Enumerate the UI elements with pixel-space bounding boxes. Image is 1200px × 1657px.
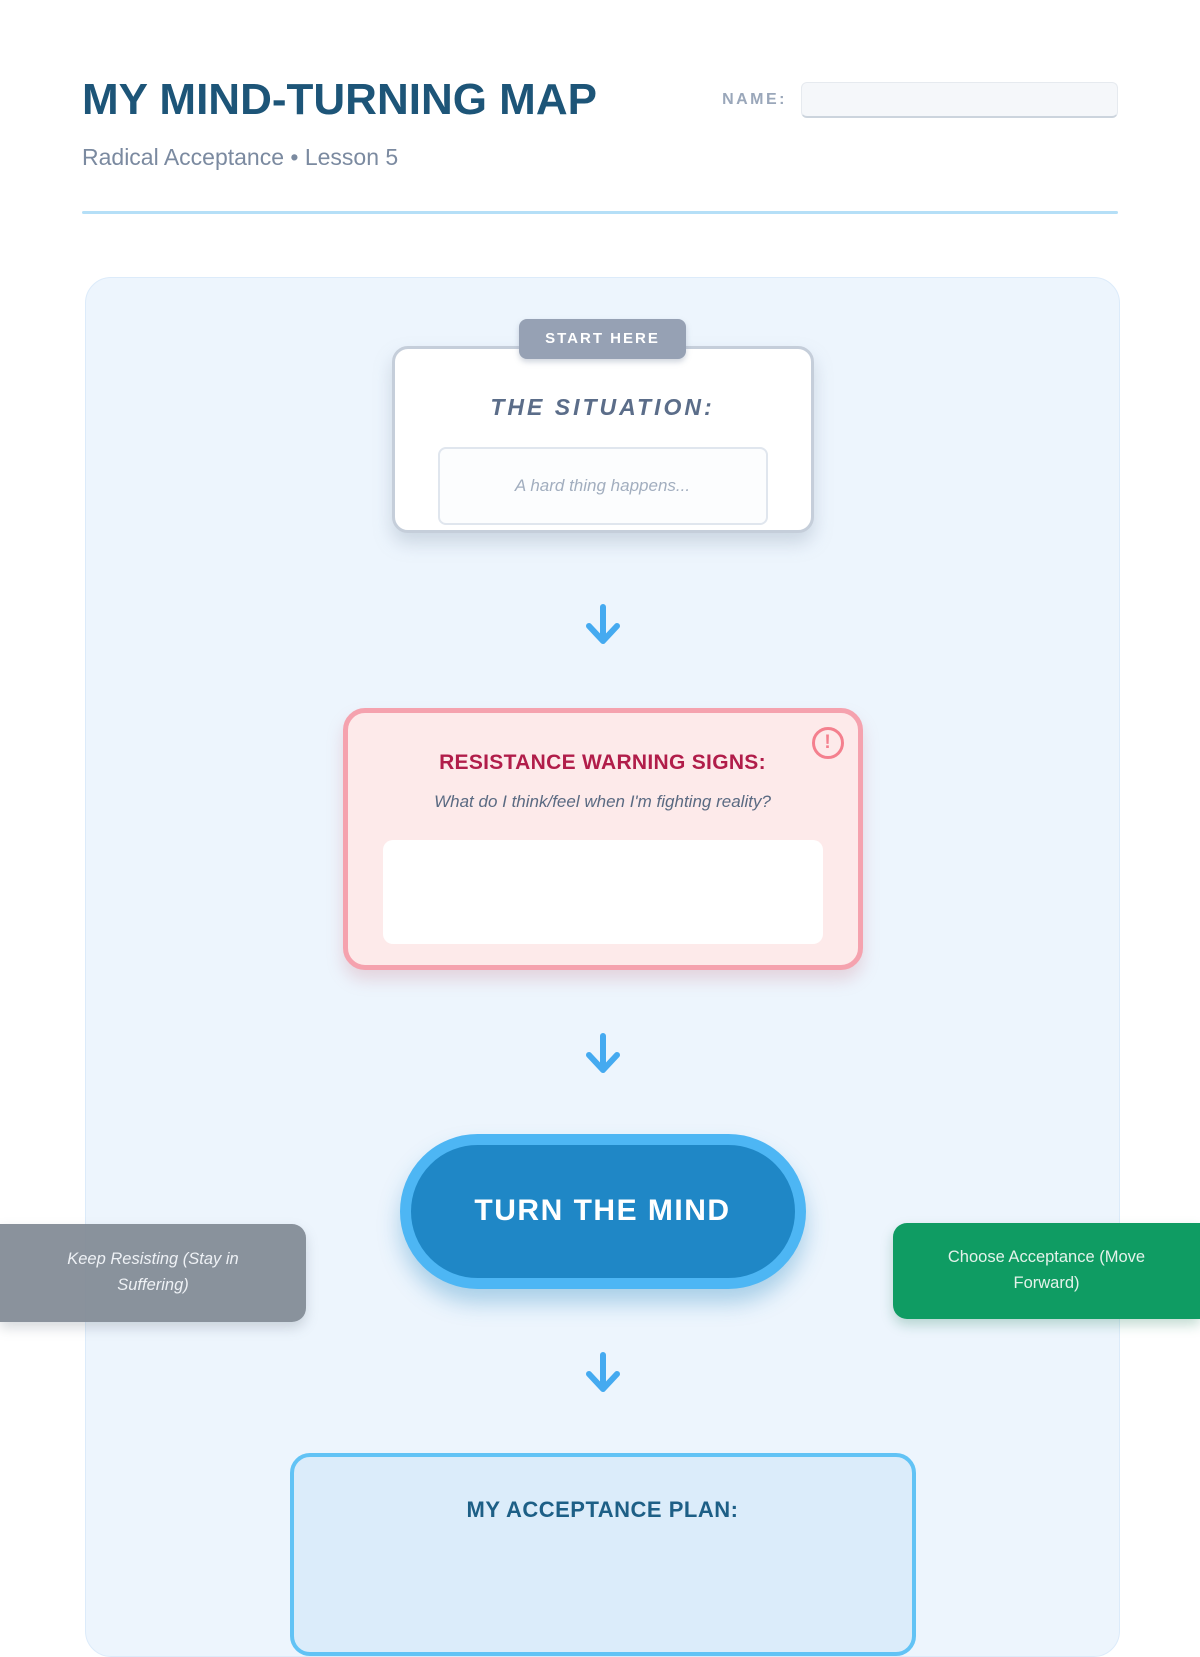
down-arrow-icon	[583, 1032, 623, 1074]
acceptance-plan-card: MY ACCEPTANCE PLAN:	[289, 1452, 916, 1657]
alert-circle-icon: !	[811, 726, 844, 759]
page-subtitle: Radical Acceptance • Lesson 5	[82, 144, 399, 170]
resistance-question: What do I think/feel when I'm fighting r…	[434, 791, 771, 811]
name-label: NAME:	[722, 91, 787, 108]
flowchart-container: START HERE THE SITUATION: ! RESISTANCE W…	[85, 277, 1120, 1657]
page-title: MY MIND-TURNING MAP	[82, 75, 597, 124]
resistance-textarea[interactable]	[382, 839, 823, 944]
turn-the-mind-button[interactable]: TURN THE MIND	[399, 1133, 806, 1289]
name-field-row: NAME:	[722, 82, 1118, 118]
resistance-card: ! RESISTANCE WARNING SIGNS: What do I th…	[342, 707, 863, 970]
situation-card: THE SITUATION:	[391, 346, 814, 533]
header-divider	[82, 211, 1118, 214]
down-arrow-icon	[583, 1351, 623, 1393]
worksheet-page: { "header": { "title": "MY MIND-TURNING …	[0, 75, 1200, 1657]
resistance-heading: RESISTANCE WARNING SIGNS:	[439, 750, 766, 774]
situation-input[interactable]	[437, 447, 768, 525]
down-arrow-icon	[583, 603, 623, 645]
start-here-badge: START HERE	[519, 319, 686, 359]
name-input[interactable]	[801, 82, 1118, 118]
keep-resisting-option[interactable]: Keep Resisting (Stay in Suffering)	[0, 1224, 306, 1322]
acceptance-plan-heading: MY ACCEPTANCE PLAN:	[466, 1496, 739, 1522]
situation-heading: THE SITUATION:	[490, 394, 715, 420]
choose-acceptance-option[interactable]: Choose Acceptance (Move Forward)	[893, 1223, 1200, 1319]
